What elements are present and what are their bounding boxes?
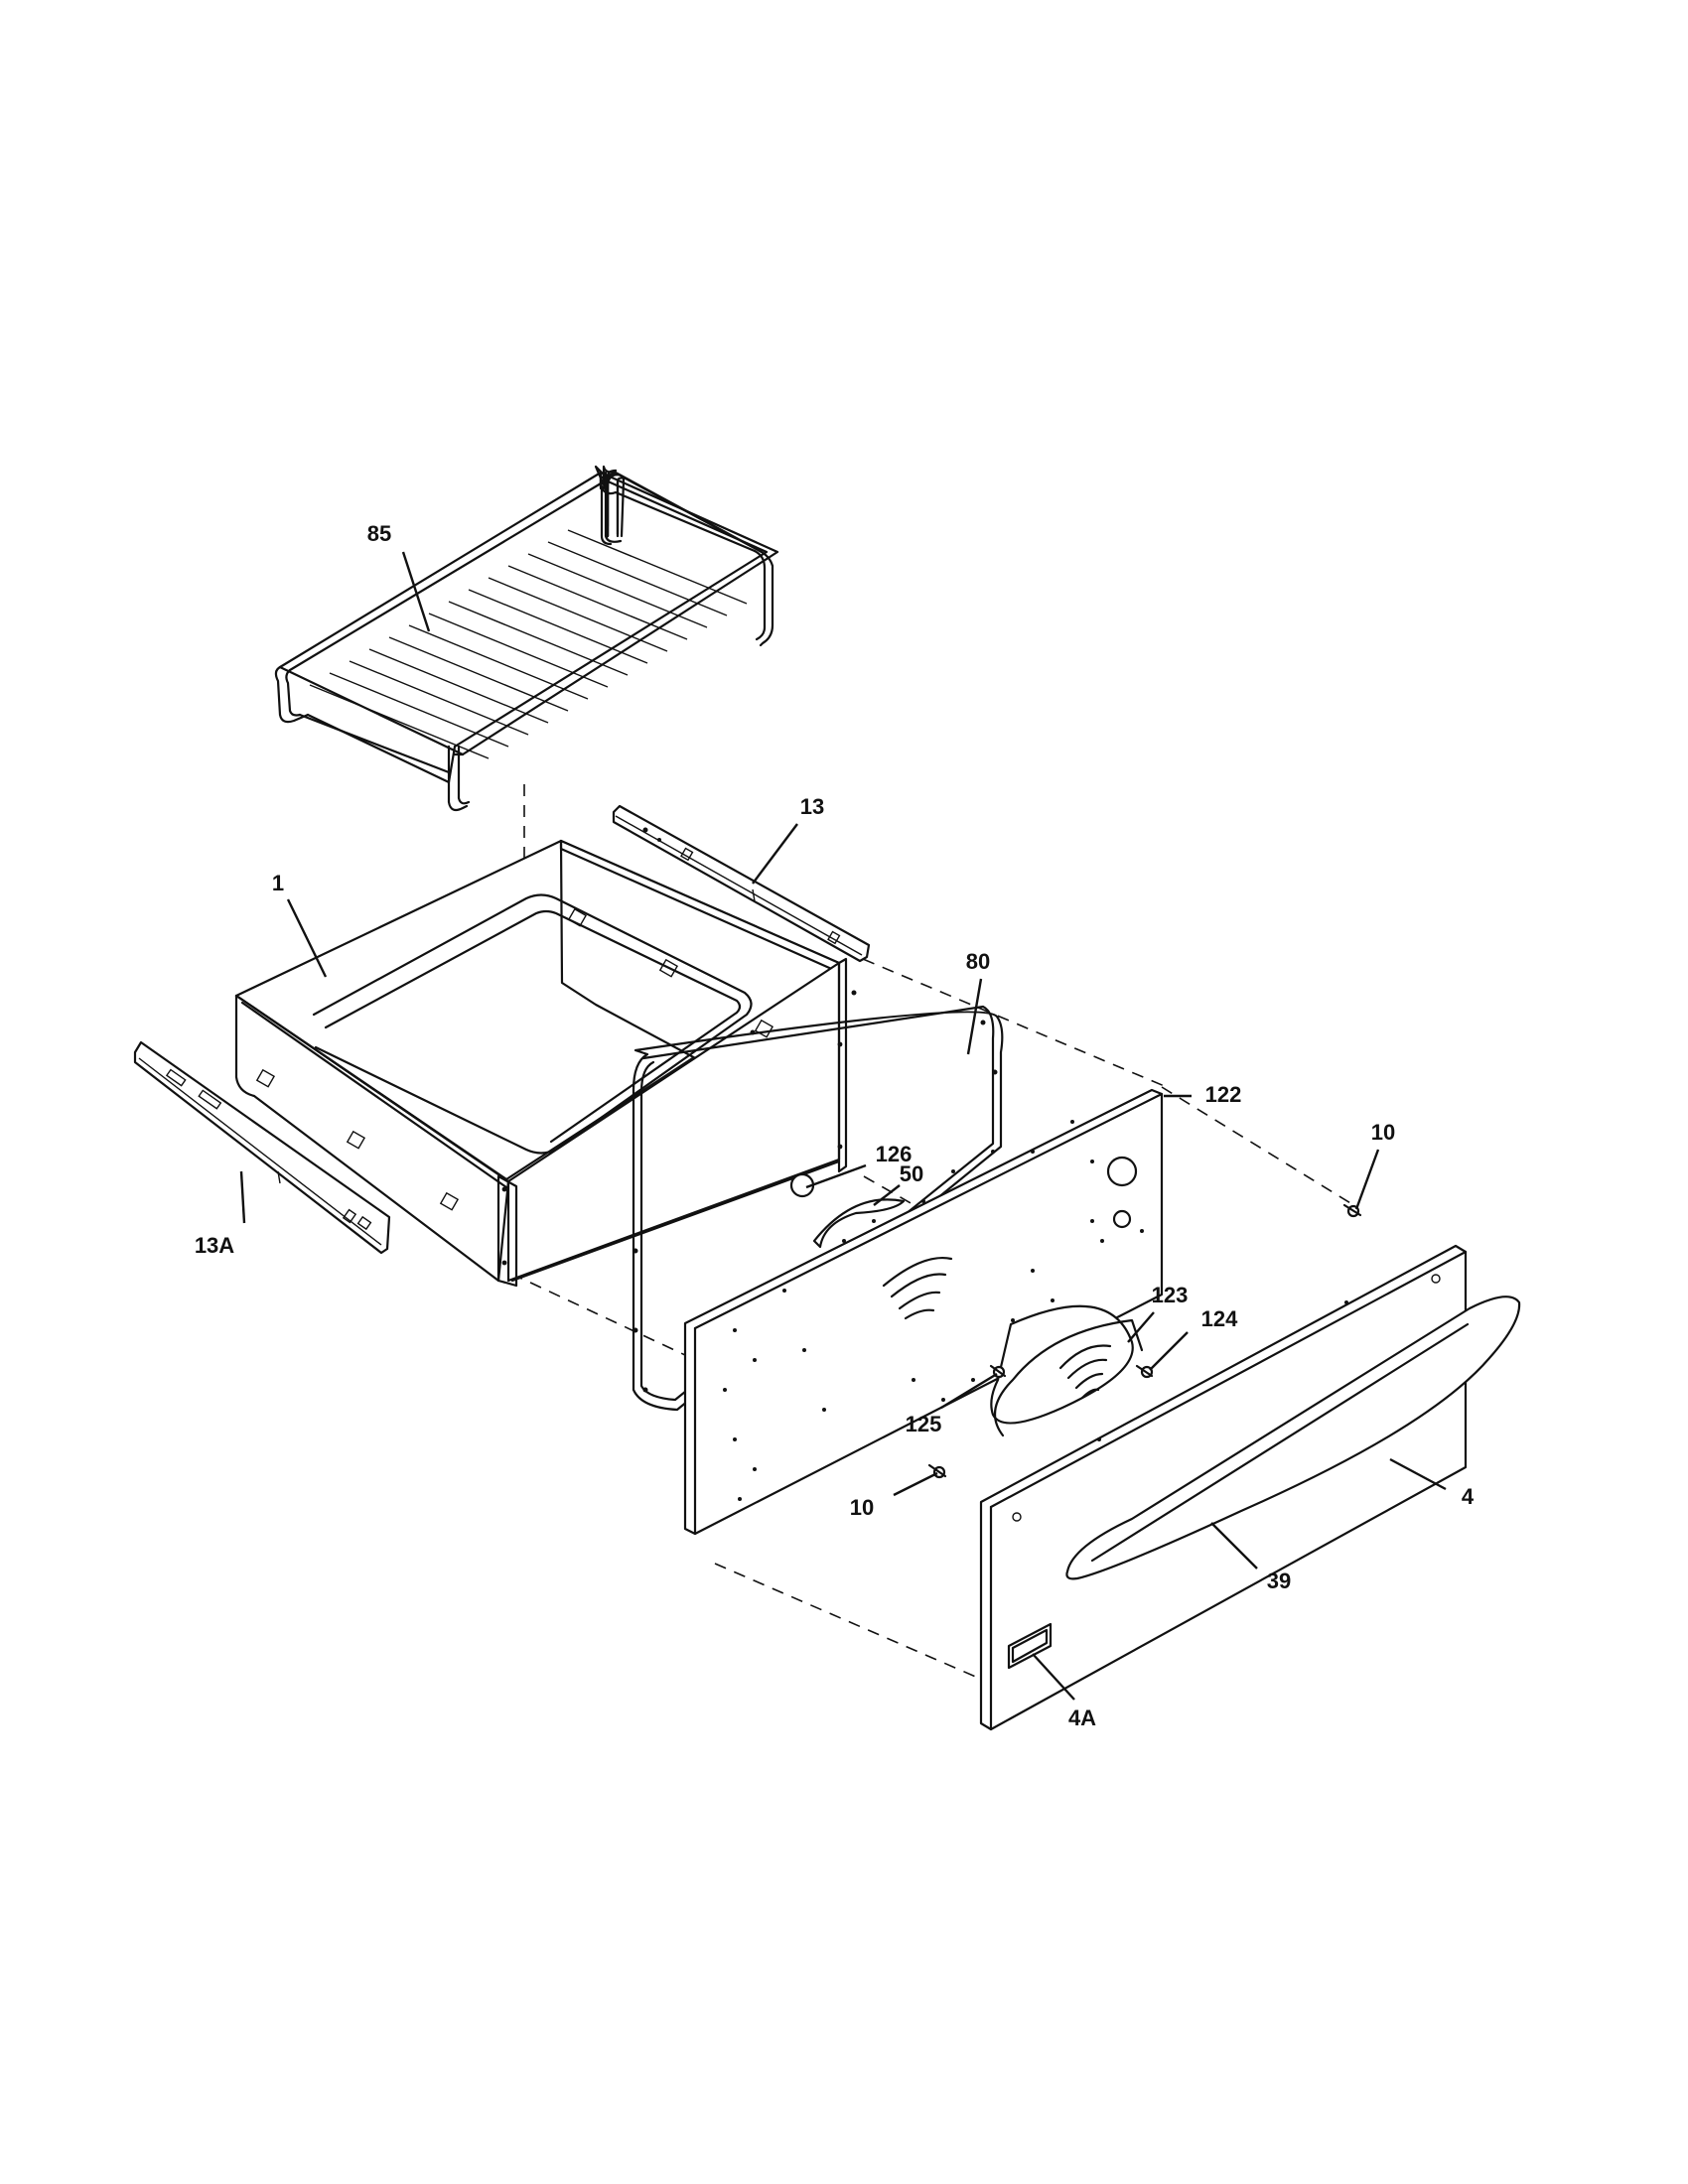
logo-badge (990, 1304, 1144, 1437)
panel-holes (723, 1120, 1144, 1501)
curved-strip (812, 1198, 906, 1249)
inner-panel (683, 1088, 1164, 1536)
rack-bars (309, 529, 748, 759)
right-slide-rail (612, 804, 871, 963)
callouts: 85 13 1 80 122 126 50 10 13A 123 124 125… (195, 521, 1475, 1730)
callout-123: 123 (1152, 1283, 1189, 1307)
callout-10-left: 10 (850, 1495, 874, 1520)
callout-13: 13 (800, 794, 824, 819)
callout-85: 85 (367, 521, 391, 546)
nameplate (1007, 1622, 1053, 1670)
screw-124 (1135, 1364, 1154, 1379)
callout-80: 80 (966, 949, 990, 974)
leader-lines (239, 551, 1447, 1701)
wire-rack (274, 465, 779, 812)
callout-124: 124 (1201, 1306, 1238, 1331)
callout-122: 122 (1205, 1082, 1242, 1107)
callout-1: 1 (272, 871, 284, 895)
screw-10-right (1342, 1203, 1362, 1218)
left-slide-rail (133, 1040, 391, 1255)
callout-13A: 13A (195, 1233, 234, 1258)
callout-125: 125 (906, 1412, 942, 1436)
drawer-handle (1065, 1296, 1521, 1580)
drawer-pan (234, 839, 848, 1288)
callout-50: 50 (900, 1161, 923, 1186)
callout-126: 126 (876, 1142, 913, 1166)
callout-10-right: 10 (1371, 1120, 1395, 1145)
callout-4A: 4A (1068, 1706, 1096, 1730)
callout-39: 39 (1267, 1569, 1291, 1593)
callout-4: 4 (1462, 1484, 1475, 1509)
